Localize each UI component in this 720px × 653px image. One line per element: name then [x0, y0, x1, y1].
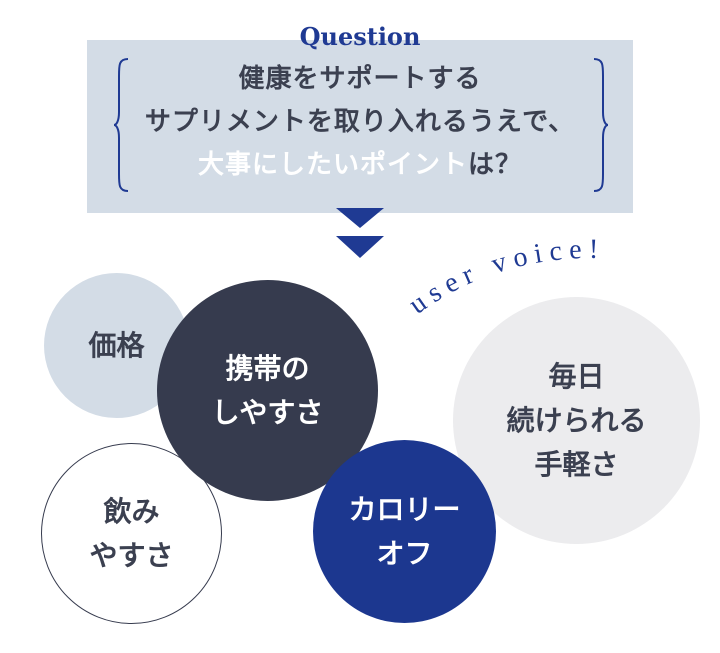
bubble-price: 価格 [44, 273, 189, 418]
bubble-daily-ease: 毎日 続けられる 手軽さ [453, 297, 700, 544]
left-brace-icon [113, 58, 129, 192]
question-line-1: 健康をサポートする [238, 64, 482, 94]
question-text: 健康をサポートする サプリメントを取り入れるうえで、 大事にしたいポイントは？ [87, 58, 633, 187]
question-line-3: 大事にしたいポイントは？ [87, 144, 633, 187]
question-box [87, 40, 633, 213]
question-highlight: 大事にしたいポイント [197, 150, 468, 180]
bubble-easy-to-drink: 飲み やすさ [41, 443, 222, 624]
question-label: Question [299, 22, 421, 51]
right-brace-icon [593, 58, 609, 192]
question-line-2: サプリメントを取り入れるうえで、 [144, 107, 576, 137]
down-arrows-icon [336, 208, 384, 258]
question-line-3-rest: は？ [468, 150, 523, 180]
bubble-calorie-off: カロリー オフ [313, 440, 496, 623]
